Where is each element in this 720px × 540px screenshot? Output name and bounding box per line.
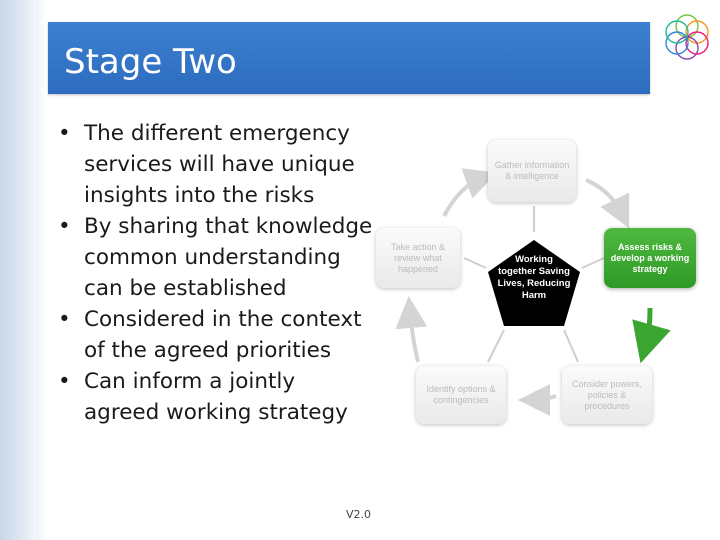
center-pentagon: [488, 240, 580, 326]
version-footer: V2.0: [346, 508, 372, 521]
spoke-left: [463, 257, 487, 269]
left-decorative-strip: [0, 0, 46, 540]
circular-logo-icon: [665, 14, 709, 60]
arrow-left-to-top: [442, 168, 498, 217]
slide-title: Stage Two: [64, 42, 237, 82]
bullet-item: Can inform a jointly agreed working stra…: [56, 366, 376, 428]
bullet-item: By sharing that knowledge common underst…: [56, 211, 376, 304]
center-label: Working together Saving Lives, Reducing …: [497, 254, 571, 301]
spoke-bottom-left: [487, 329, 505, 363]
spoke-bottom-right: [563, 329, 579, 363]
arrow-top-to-right: [585, 178, 630, 229]
bullet-item: Considered in the context of the agreed …: [56, 304, 376, 366]
arrow-bottom-right-to-bottom-left: [518, 383, 557, 416]
arrow-right-to-bottom-right: [632, 307, 671, 364]
bullet-list: The different emergency services will ha…: [56, 118, 376, 428]
arrow-bottom-left-to-left: [395, 296, 428, 363]
node-identify-options: Identify options & contingencies: [416, 366, 506, 424]
title-bar: Stage Two: [48, 22, 650, 94]
cycle-arrows: [395, 168, 671, 416]
node-assess-risks: Assess risks & develop a working strateg…: [604, 228, 696, 288]
spoke-right: [581, 257, 605, 269]
bullet-item: The different emergency services will ha…: [56, 118, 376, 211]
node-consider-powers: Consider powers, policies & procedures: [562, 366, 652, 424]
node-take-action: Take action & review what happened: [376, 228, 460, 288]
process-cycle-diagram: Working together Saving Lives, Reducing …: [360, 130, 710, 440]
node-gather-information: Gather information & intelligence: [488, 140, 576, 202]
